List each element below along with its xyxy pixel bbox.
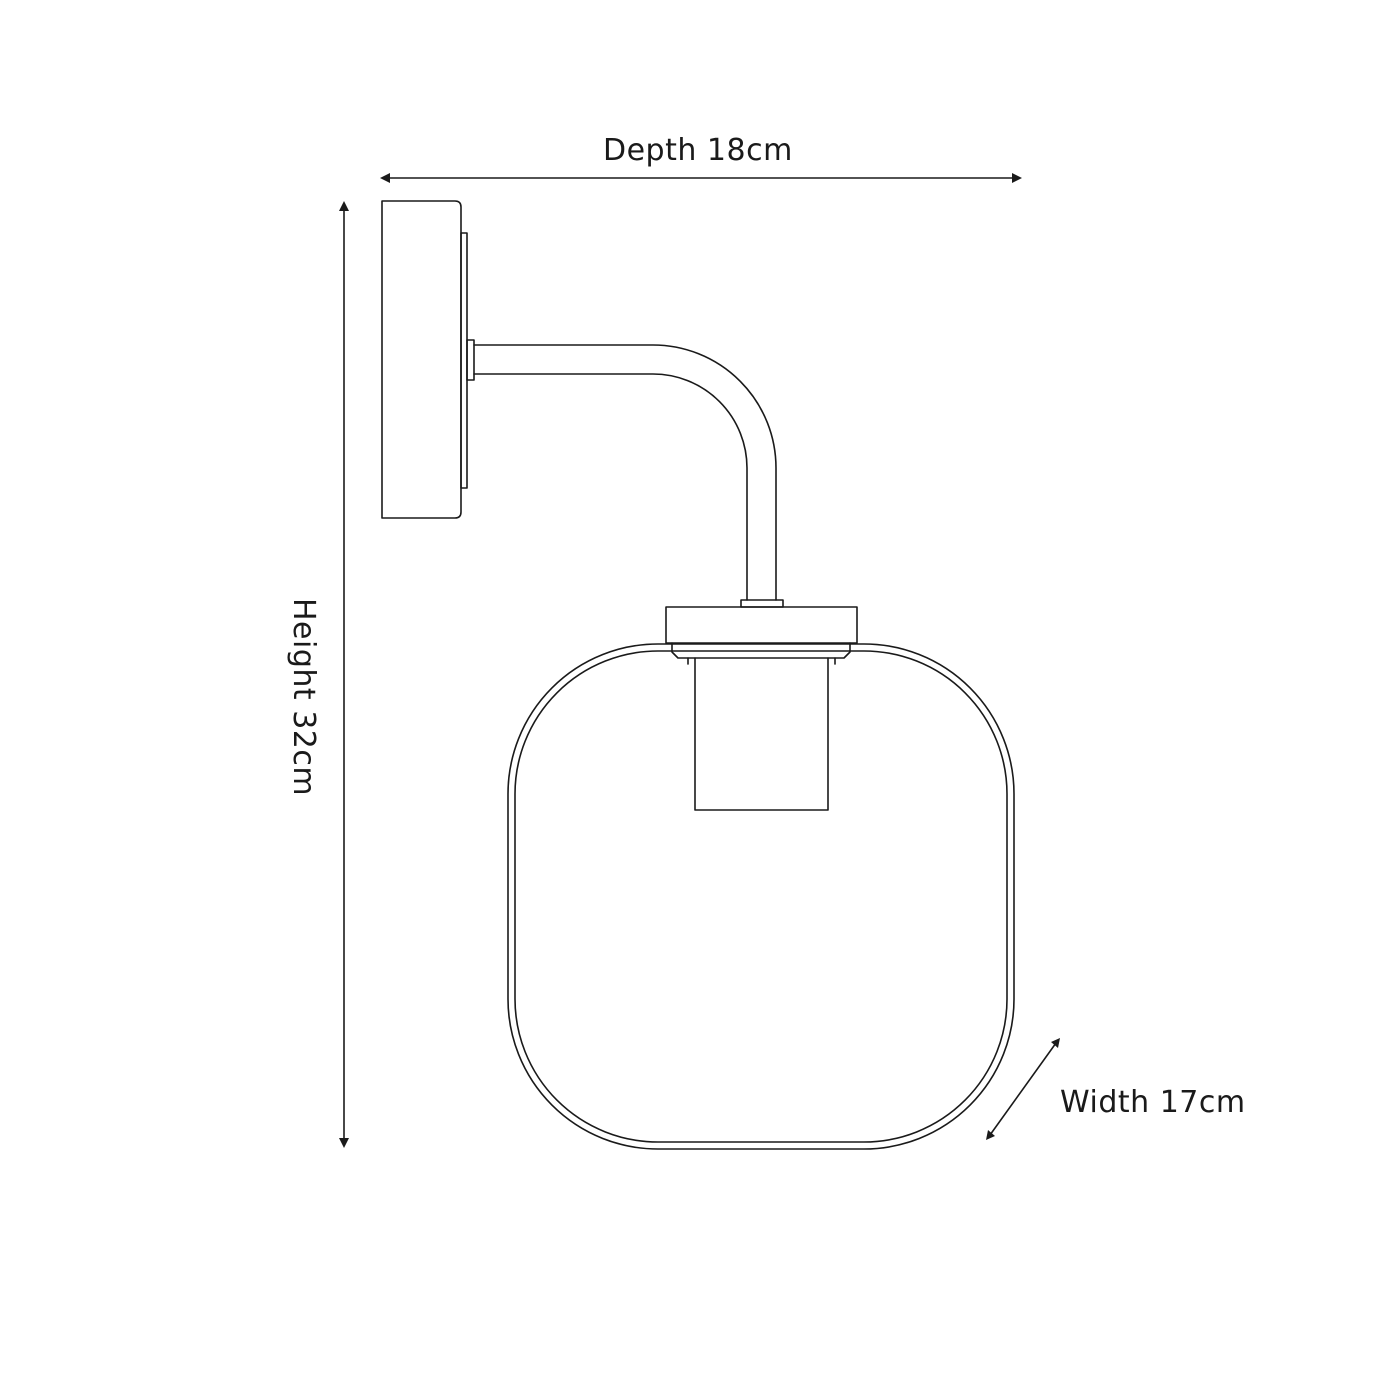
lamp-holder [687,657,836,811]
glass-shade [507,643,1015,1150]
lamp-arm [473,344,784,608]
width-arrow [986,1038,1060,1140]
depth-arrow [380,173,1022,183]
wall-backplate [381,200,475,519]
height-label: Height 32cm [286,598,321,797]
depth-label: Depth 18cm [603,133,793,168]
width-label: Width 17cm [1060,1085,1246,1120]
height-arrow [339,201,349,1148]
